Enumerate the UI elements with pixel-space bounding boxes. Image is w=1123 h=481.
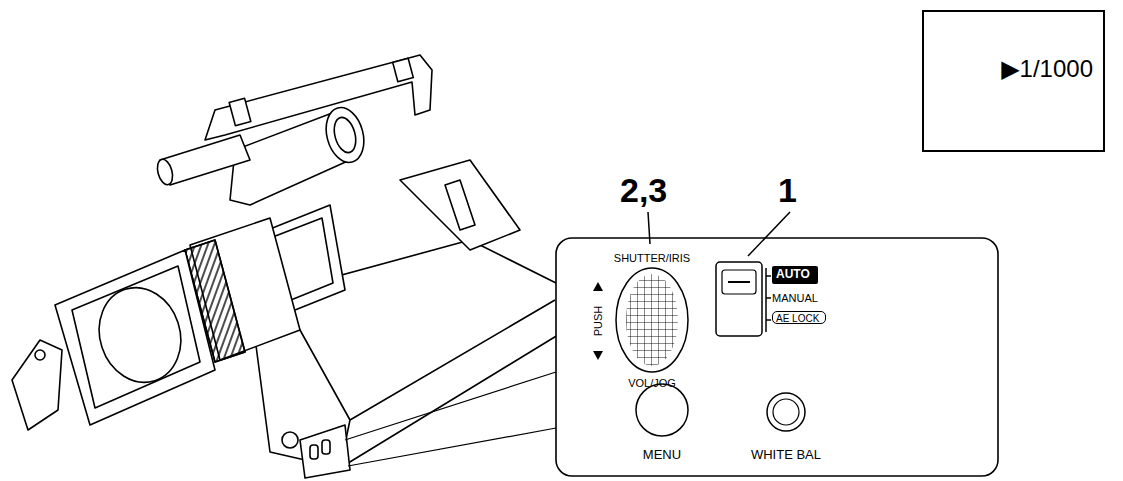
callout-number: 2,3: [620, 172, 667, 209]
callout-number: 1: [778, 172, 797, 209]
mode-label: AE LOCK: [772, 311, 826, 324]
control-label: PUSH: [592, 306, 604, 337]
button-label: WHITE BAL: [751, 448, 821, 462]
mode-label: MANUAL: [772, 292, 818, 304]
node-text: ▶1/1000: [934, 56, 1093, 82]
carry-handle: [205, 55, 432, 140]
node-text: AE LOCK: [776, 313, 822, 324]
leader-line: [748, 212, 790, 256]
jog-dial: [616, 268, 688, 372]
menu-button: [636, 384, 688, 436]
hand-grip: [12, 340, 62, 430]
lens-hood: [55, 250, 215, 425]
button-label: MENU: [643, 448, 681, 462]
mode-switch: [716, 262, 762, 336]
control-label: VOL/JOG: [628, 377, 676, 389]
control-label: SHUTTER/IRIS: [614, 252, 690, 264]
callout-panel: [556, 238, 998, 476]
leader-line: [648, 212, 650, 244]
display-box: ▶1/1000: [922, 10, 1105, 152]
white-balance-button: [767, 393, 805, 431]
mode-label: AUTO: [772, 266, 818, 284]
node-text: AUTO: [776, 268, 814, 281]
